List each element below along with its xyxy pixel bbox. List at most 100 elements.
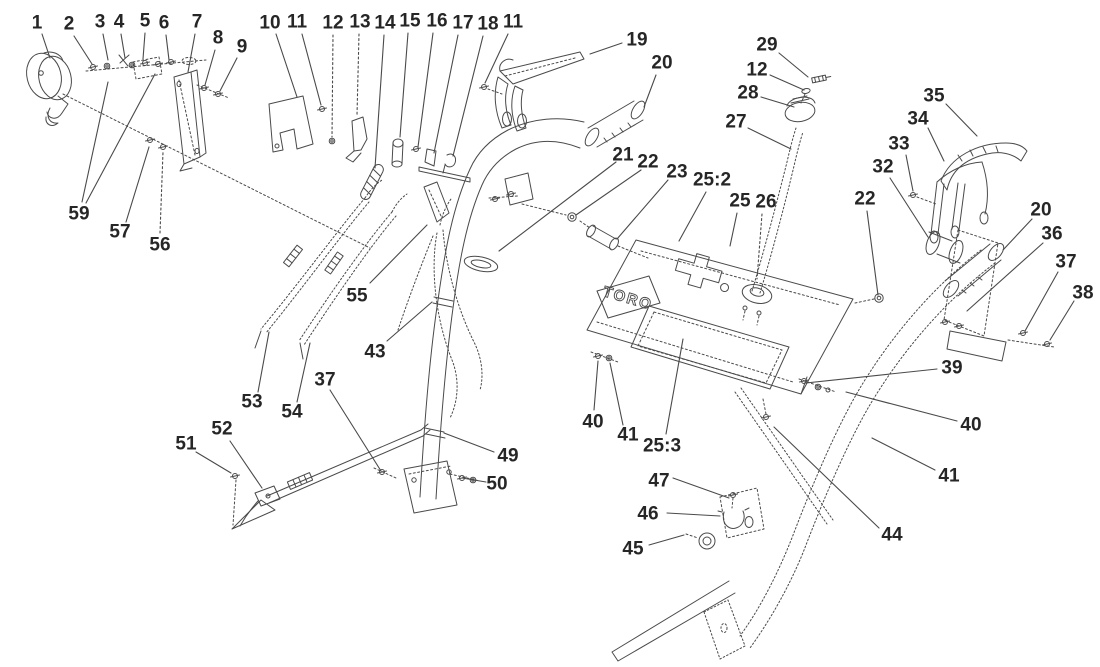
callout-label: 2 bbox=[64, 14, 75, 35]
mounting-bracket bbox=[145, 69, 230, 172]
leader-line bbox=[778, 52, 809, 78]
leader-line bbox=[85, 73, 156, 204]
speed-selector-rod bbox=[230, 423, 431, 530]
callout-label: 44 bbox=[881, 525, 903, 546]
callout-label: 33 bbox=[888, 134, 909, 155]
callout-label: 1 bbox=[32, 13, 43, 34]
leader-line bbox=[1002, 218, 1033, 251]
shift-rod bbox=[734, 387, 834, 525]
callout-label: 45 bbox=[622, 539, 644, 560]
callout-label: 17 bbox=[452, 13, 473, 34]
leader-line bbox=[747, 127, 792, 150]
callout-label: 50 bbox=[486, 474, 507, 495]
left-handle-mount bbox=[373, 460, 481, 514]
control-cables bbox=[254, 179, 408, 360]
leader-line bbox=[102, 33, 109, 61]
callout-label: 57 bbox=[109, 222, 130, 243]
callout-label: 28 bbox=[737, 83, 758, 104]
knob-screw bbox=[811, 74, 832, 84]
callout-label: 52 bbox=[211, 419, 232, 440]
leader-line bbox=[927, 127, 945, 162]
callout-label: 19 bbox=[626, 30, 647, 51]
callout-label: 6 bbox=[159, 13, 170, 34]
leader-line bbox=[120, 33, 126, 59]
leader-line bbox=[257, 331, 270, 393]
callout-label: 51 bbox=[175, 434, 197, 455]
alignment-axis-lines bbox=[62, 59, 371, 249]
leader-line bbox=[195, 451, 232, 474]
leader-line bbox=[866, 210, 879, 296]
callout-label: 38 bbox=[1072, 283, 1093, 304]
leader-line bbox=[845, 391, 958, 422]
leader-line bbox=[125, 146, 150, 223]
callout-label: 14 bbox=[374, 13, 396, 34]
leader-line bbox=[386, 301, 433, 342]
leader-line bbox=[498, 161, 617, 252]
leader-line bbox=[301, 33, 322, 106]
left-handle-tube bbox=[419, 118, 585, 500]
leader-line bbox=[609, 362, 624, 426]
leader-line bbox=[616, 179, 669, 240]
leader-line bbox=[41, 33, 51, 59]
leader-line bbox=[769, 74, 805, 91]
leader-line bbox=[589, 42, 623, 55]
callout-label: 4 bbox=[114, 12, 125, 33]
leader-line bbox=[329, 389, 382, 472]
callout-label: 12 bbox=[322, 13, 343, 34]
callout-label: 35 bbox=[923, 86, 945, 107]
leader-line bbox=[331, 34, 334, 138]
clamp-and-spacer bbox=[463, 203, 649, 273]
callout-label: 34 bbox=[907, 109, 929, 130]
callout-label: 10 bbox=[259, 13, 280, 34]
leader-line bbox=[729, 212, 738, 247]
cable-bundle bbox=[397, 198, 483, 419]
right-handle bbox=[611, 243, 1005, 662]
control-panel: TORO bbox=[586, 239, 884, 395]
leader-line bbox=[760, 96, 795, 108]
callout-label: 25:2 bbox=[693, 170, 731, 191]
callout-label: 12 bbox=[746, 60, 767, 81]
leader-line bbox=[1049, 300, 1075, 341]
callout-label: 11 bbox=[503, 12, 524, 33]
callout-label: 25:3 bbox=[643, 436, 681, 457]
callout-label: 40 bbox=[960, 415, 981, 436]
callout-label: 39 bbox=[941, 358, 962, 379]
callout-label: 13 bbox=[349, 12, 370, 33]
leader-line bbox=[575, 169, 642, 216]
panel-support-bracket bbox=[940, 229, 1055, 362]
callout-label: 7 bbox=[192, 12, 203, 33]
idler-bracket bbox=[423, 181, 450, 223]
leader-line bbox=[805, 368, 938, 384]
leader-line bbox=[142, 32, 146, 60]
callout-label: 20 bbox=[651, 53, 672, 74]
spring bbox=[360, 164, 384, 200]
callout-label: 18 bbox=[477, 14, 498, 35]
leader-line bbox=[966, 242, 1044, 312]
leader-line bbox=[756, 213, 763, 280]
callout-label: 56 bbox=[149, 235, 170, 256]
leader-line bbox=[593, 360, 599, 411]
leader-line bbox=[356, 33, 360, 116]
callout-label: 11 bbox=[287, 12, 308, 33]
leader-line bbox=[643, 74, 657, 108]
leader-line bbox=[461, 477, 487, 483]
leader-line bbox=[204, 49, 216, 86]
callout-label: 15 bbox=[399, 11, 421, 32]
leader-line bbox=[945, 103, 978, 137]
callout-label: 25 bbox=[729, 191, 751, 212]
interlock-bracket bbox=[685, 487, 765, 550]
shift-pattern-emblem bbox=[674, 253, 730, 293]
callout-label: 21 bbox=[612, 145, 634, 166]
leader-line bbox=[229, 440, 263, 489]
leader-line bbox=[73, 35, 93, 65]
callout-label: 20 bbox=[1030, 200, 1051, 221]
leader-line bbox=[889, 177, 929, 238]
callout-label: 54 bbox=[281, 402, 303, 423]
leader-line bbox=[219, 57, 238, 92]
callout-label: 49 bbox=[497, 446, 518, 467]
callout-label: 53 bbox=[241, 392, 262, 413]
leader-line bbox=[433, 34, 459, 154]
